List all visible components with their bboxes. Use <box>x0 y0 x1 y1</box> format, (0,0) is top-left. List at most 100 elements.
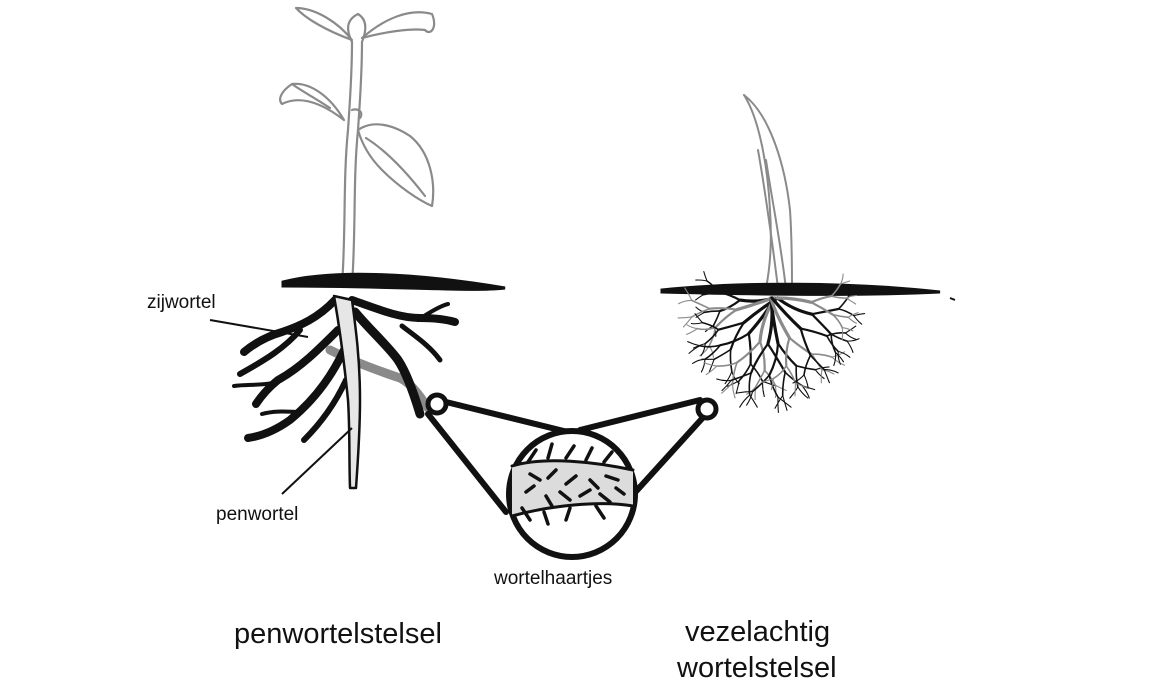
fibrous-root <box>810 313 833 336</box>
fibrous-root <box>789 386 799 399</box>
dicot-seedling-shoot <box>279 6 436 287</box>
root-hair <box>546 468 558 480</box>
side-root-pointer <box>209 319 309 338</box>
fibrous-root <box>830 283 842 297</box>
fibrous-root <box>774 384 787 392</box>
fibrous-root <box>830 333 848 342</box>
fibrous-root <box>695 294 704 301</box>
fibrous-root <box>746 391 754 406</box>
fibrous-root <box>839 273 844 285</box>
fibrous-root <box>814 369 825 380</box>
fibrous-root <box>846 338 860 342</box>
fibrous-root <box>700 343 706 357</box>
fibrous-root <box>830 295 848 299</box>
fibrous-root <box>823 369 839 374</box>
fibrous-root <box>717 321 745 331</box>
root-hair <box>614 486 626 496</box>
fibrous-root <box>721 382 734 394</box>
root-hair <box>588 478 600 490</box>
fibrous-root <box>821 369 835 375</box>
fibrous-root <box>831 356 846 366</box>
fibrous-root <box>735 380 740 395</box>
fibrous-root <box>758 340 766 372</box>
fibrous-root <box>713 348 732 361</box>
fibrous-root <box>774 394 784 409</box>
fibrous-root <box>844 332 858 341</box>
root-hair <box>602 450 614 464</box>
fibrous-root <box>705 365 718 376</box>
fibrous-root <box>748 372 752 396</box>
fibrous-root <box>695 311 706 318</box>
fibrous-root <box>795 365 799 388</box>
fibrous-root <box>701 321 720 331</box>
fibrous-root <box>704 328 720 345</box>
fibrous-root <box>721 379 732 392</box>
fibrous-root <box>820 369 823 384</box>
root-hair <box>528 472 542 482</box>
fibrous-root <box>848 289 861 297</box>
fibrous-root <box>690 322 703 325</box>
fibrous-root <box>833 352 837 367</box>
fibrous-root <box>799 327 812 357</box>
soil-line-left <box>281 272 506 291</box>
fibrous-root <box>704 344 722 361</box>
fibrous-root <box>730 372 752 382</box>
fibrous-root <box>677 299 693 305</box>
root-hair <box>578 488 592 498</box>
taproot-label: penwortel <box>216 504 299 525</box>
fibrous-root <box>716 378 732 382</box>
fibrous-root <box>810 307 840 316</box>
fibrous-root <box>809 354 825 371</box>
fibrous-root <box>699 344 722 348</box>
fibrous-root <box>688 345 701 354</box>
fibrous-root <box>749 363 764 383</box>
fibrous-root <box>686 324 698 330</box>
fibrous-root <box>853 315 863 325</box>
taproot-system-caption: penwortelstelsel <box>234 618 442 650</box>
fibrous-root <box>799 327 828 338</box>
fibrous-root <box>684 287 693 302</box>
fibrous-root-system <box>677 271 866 413</box>
fibrous-root <box>718 299 742 313</box>
fibrous-system-caption-line1: vezelachtig <box>685 616 831 648</box>
fibrous-root <box>845 294 858 299</box>
fibrous-root <box>708 307 738 311</box>
fibrous-root <box>738 363 752 382</box>
fibrous-root <box>727 380 740 387</box>
fibrous-root <box>841 327 854 332</box>
fibrous-root <box>837 350 841 365</box>
fibrous-root <box>716 290 742 302</box>
fibrous-root <box>712 310 721 327</box>
fibrous-root <box>691 307 711 318</box>
fibrous-root <box>736 391 754 394</box>
fibrous-root <box>777 396 792 408</box>
fibrous-root <box>700 358 706 373</box>
fibrous-root <box>695 306 706 313</box>
fibrous-root <box>772 365 788 380</box>
fibrous-root <box>831 313 844 329</box>
root-hair <box>542 510 550 526</box>
fibrous-root <box>823 369 830 384</box>
fibrous-root <box>692 358 706 364</box>
root-hair <box>564 474 578 486</box>
fibrous-root <box>853 313 866 317</box>
soil-line-right <box>660 282 941 296</box>
fibrous-root <box>716 361 738 367</box>
fibrous-root <box>729 348 733 372</box>
fibrous-root <box>747 332 752 366</box>
fibrous-root <box>693 291 704 296</box>
fibrous-root <box>837 308 855 317</box>
fibrous-root <box>687 341 701 347</box>
root-hair-zoom-callout <box>425 392 719 560</box>
fibrous-root <box>770 296 803 331</box>
fibrous-root <box>769 296 791 340</box>
fibrous-root <box>775 296 813 304</box>
fibrous-root <box>731 361 738 384</box>
taproot-pointer <box>281 427 353 495</box>
root-hair <box>584 446 594 462</box>
fibrous-root <box>848 284 851 297</box>
fibrous-root <box>696 326 716 331</box>
fibrous-root <box>811 353 833 358</box>
grass-shoot <box>743 94 793 291</box>
fibrous-root <box>751 374 771 393</box>
